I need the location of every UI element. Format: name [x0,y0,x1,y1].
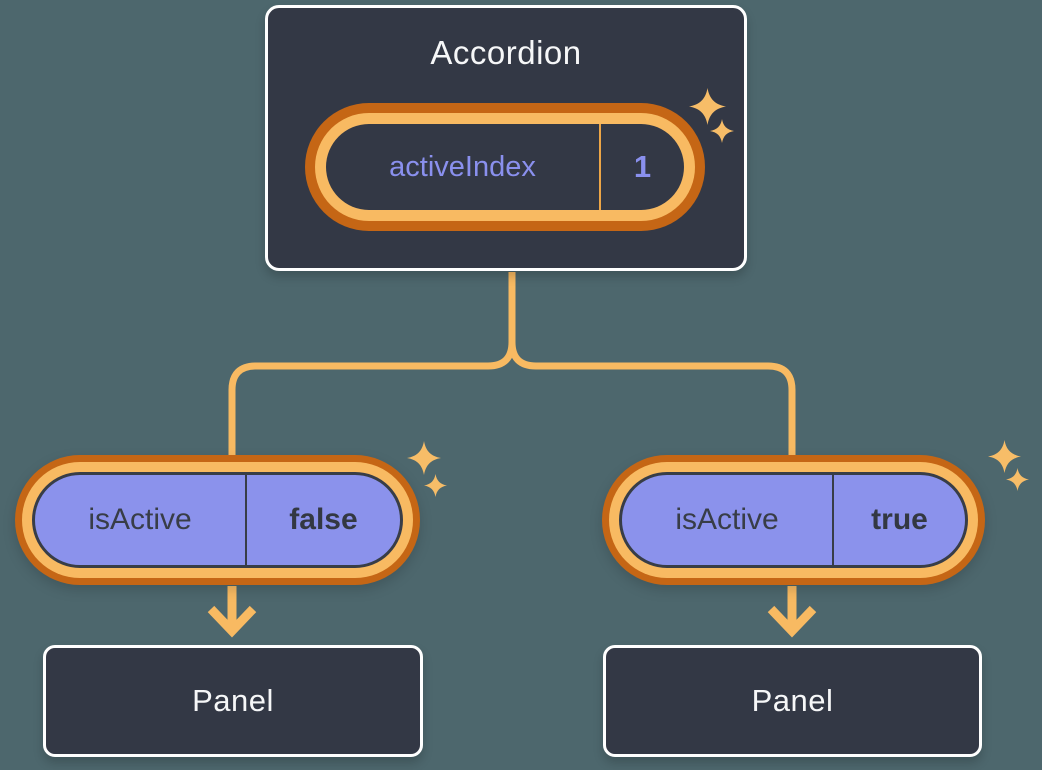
prop-pill-glow-outer: isActive false [15,455,420,585]
sparkle-icon [988,440,1021,473]
panel-box-left: Panel [43,645,423,757]
prop-value-label: true [871,503,928,536]
panel-box-right: Panel [603,645,982,757]
prop-pill-body: isActive true [619,472,968,568]
prop-pill-glow-outer: isActive true [602,455,985,585]
sparkle-icon [424,474,447,497]
arrow-down-icon [207,586,257,638]
accordion-card: Accordion activeIndex 1 [265,5,747,271]
panel-label: Panel [751,683,834,718]
accordion-title: Accordion [430,34,582,71]
arrow-down-icon [767,586,817,638]
prop-pill-divider [245,475,247,565]
sparkle-icon [407,441,441,475]
prop-pill-glow-inner: isActive true [609,462,978,578]
prop-pill-divider [832,475,834,565]
state-pill-divider [599,124,601,210]
connector-right-branch [508,272,796,462]
prop-pill-body: isActive false [32,472,403,568]
state-pill-body: activeIndex 1 [326,124,684,210]
prop-name-label: isActive [88,503,192,536]
active-index-state-pill: activeIndex 1 [305,103,705,231]
state-pill-glow-outer: activeIndex 1 [305,103,705,231]
prop-name-label: isActive [675,503,779,536]
sparkle-icon [689,88,726,125]
state-pill-glow-inner: activeIndex 1 [315,113,695,221]
sparkle-icon [710,119,734,143]
prop-pill-glow-inner: isActive false [22,462,413,578]
prop-value-label: false [289,503,358,536]
state-value-label: 1 [633,149,652,184]
prop-pill-is-active-false: isActive false [15,455,420,585]
panel-label: Panel [192,683,274,718]
state-name-label: activeIndex [389,150,536,183]
prop-pill-is-active-true: isActive true [602,455,985,585]
sparkle-icon [1006,468,1029,491]
connector-left-branch [228,272,516,462]
